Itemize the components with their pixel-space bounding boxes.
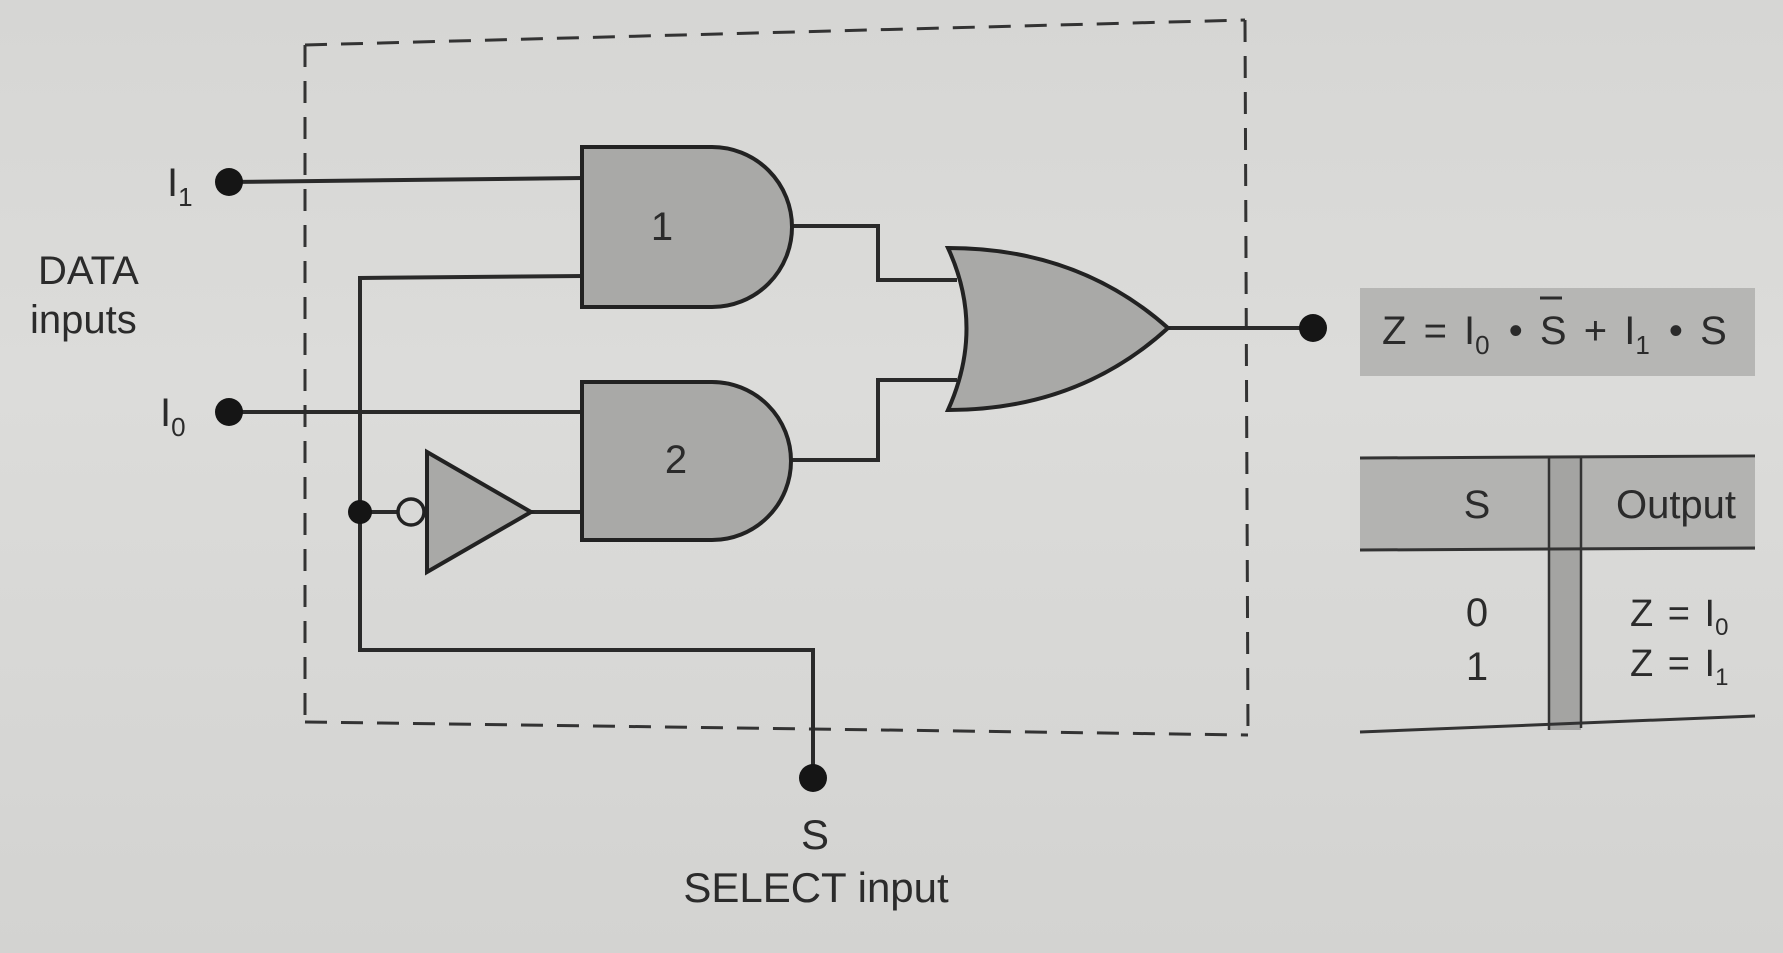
terminal-i1 xyxy=(215,168,243,196)
equation: Z = I0 • S + I1 • S xyxy=(1382,309,1727,363)
wire-i1 xyxy=(225,175,585,185)
table-row-0-output: Z = I0 xyxy=(1630,593,1728,641)
gate-2-label: 2 xyxy=(665,438,687,482)
inverter-triangle xyxy=(425,448,536,576)
inverter-bubble xyxy=(396,497,426,527)
junction-select xyxy=(348,500,372,524)
label-i0: I0 xyxy=(160,391,186,442)
and-gate-1 xyxy=(580,145,794,309)
mux-boundary xyxy=(303,18,1250,737)
and-gate-2 xyxy=(580,380,793,542)
terminal-output xyxy=(1299,314,1327,342)
table-header-s: S xyxy=(1464,483,1491,527)
label-s: S xyxy=(801,811,829,858)
label-data-line2: inputs xyxy=(30,298,137,342)
label-data-line1: DATA xyxy=(38,249,139,293)
equation-box xyxy=(1360,288,1755,376)
truth-table xyxy=(1359,454,1756,734)
table-divider-band xyxy=(1549,458,1581,730)
label-i1: I1 xyxy=(167,161,193,212)
terminal-select xyxy=(799,764,827,792)
table-row-0-s: 0 xyxy=(1466,591,1488,635)
table-header-output: Output xyxy=(1616,483,1736,527)
wires xyxy=(225,175,1314,780)
wire-select-to-gate1 xyxy=(358,273,815,780)
gate-1-label: 1 xyxy=(651,205,673,249)
table-row-1-output: Z = I1 xyxy=(1630,643,1728,691)
table-row-1-s: 1 xyxy=(1466,645,1488,689)
wire-gate2-to-or xyxy=(788,378,957,462)
label-select-input: SELECT input xyxy=(683,864,949,911)
terminal-i0 xyxy=(215,398,243,426)
wire-gate1-to-or xyxy=(788,224,957,282)
or-gate xyxy=(944,245,1171,413)
